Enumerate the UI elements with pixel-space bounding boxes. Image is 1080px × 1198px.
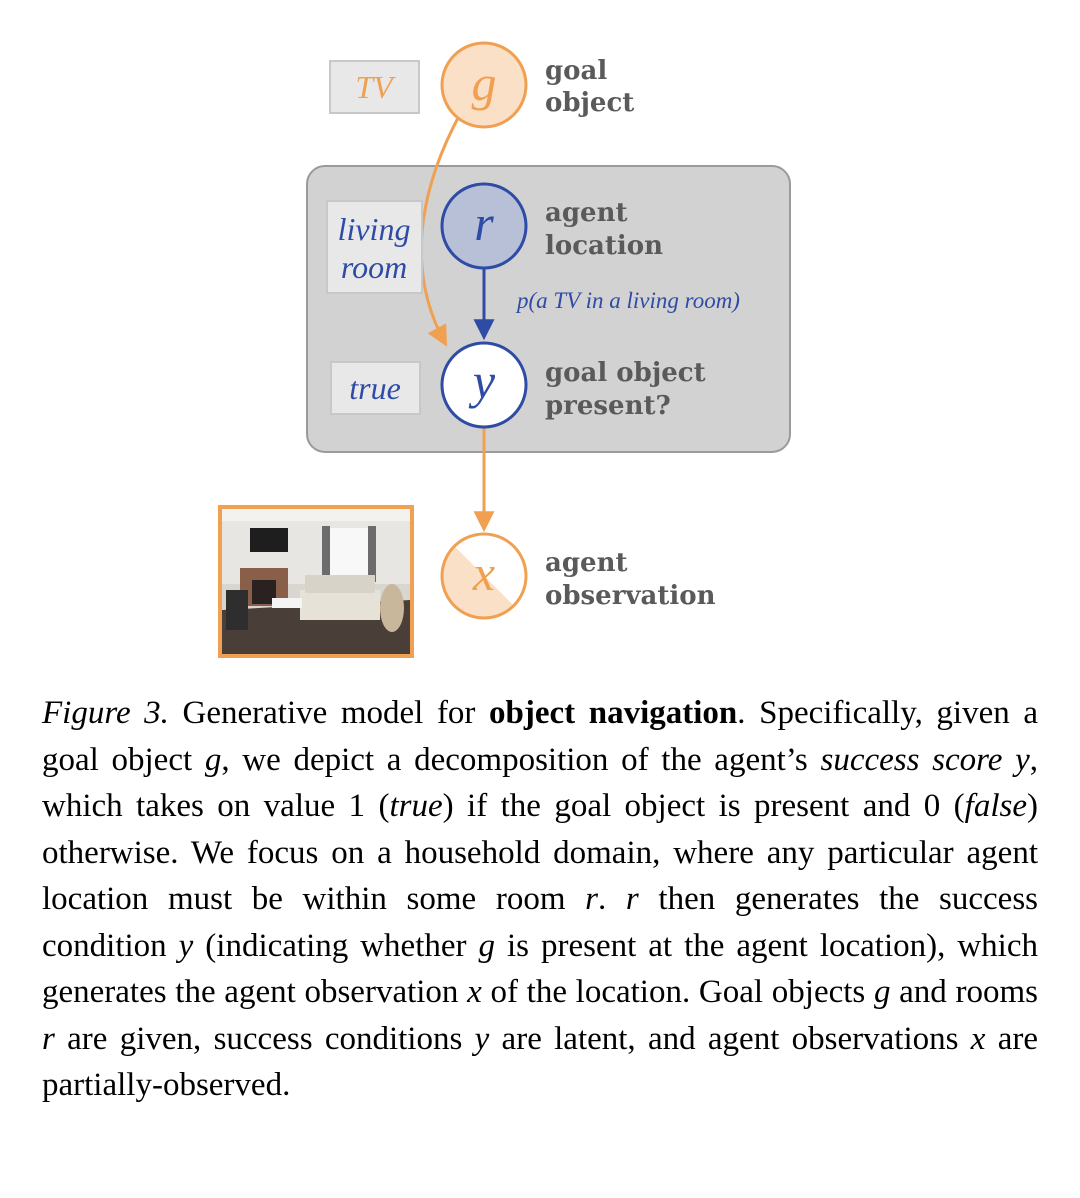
node-y-letter: y (468, 353, 496, 409)
caption-text: . (598, 881, 626, 917)
caption-text: . Specifically, given a goal object (42, 695, 1038, 778)
caption-math-var: r (42, 1020, 55, 1057)
figure-caption: Figure 3. Generative model for object na… (42, 690, 1038, 1109)
caption-text: ) if the goal object is present and 0 ( (442, 788, 965, 824)
caption-math-var: g (204, 741, 222, 778)
caption-math-var: y (1015, 741, 1030, 778)
caption-math-var: g (478, 927, 496, 964)
caption-math-var: x (970, 1020, 986, 1057)
tag-room-text: room (341, 249, 407, 285)
caption-text (1002, 742, 1015, 778)
caption-math-var: y (474, 1020, 490, 1057)
node-g (440, 41, 528, 129)
caption-math-var: x (467, 974, 482, 1010)
tag-tv-text: TV (355, 69, 396, 105)
caption-bold-term: object navigation (489, 695, 738, 731)
caption-italic-term: true (389, 788, 443, 824)
tag-true-text: true (349, 370, 401, 406)
tag-true (330, 361, 421, 415)
tag-tv (329, 60, 420, 114)
label-location: location (545, 231, 663, 261)
caption-figure-label: Figure 3. (42, 695, 169, 731)
observation-photo (218, 505, 414, 658)
tag-living-text: living (338, 211, 411, 247)
caption-italic-term: success score (820, 741, 1003, 778)
label-goal: goal (545, 56, 607, 86)
latent-plate (306, 165, 791, 453)
label-agent-obs: agent (545, 548, 627, 578)
label-agent: agent (545, 198, 627, 228)
caption-text: is present at the agent location), which… (42, 927, 1038, 1011)
node-g-letter: g (472, 55, 497, 111)
node-x-letter: x (472, 545, 495, 601)
caption-text: Generative model for (168, 695, 490, 731)
caption-text: are partially-observed. (42, 1020, 1038, 1104)
caption-text: of the location. Goal objects (481, 974, 874, 1010)
node-r (440, 182, 528, 270)
caption-math-var: r (585, 881, 598, 917)
caption-italic-term: false (964, 788, 1027, 824)
caption-text: ) otherwise. We focus on a household dom… (42, 788, 1038, 917)
caption-math-var: r (625, 881, 639, 917)
node-x (440, 532, 528, 620)
caption-text: then generates the success condition (42, 881, 1039, 964)
label-observation: observation (545, 581, 716, 611)
label-object: object (545, 88, 634, 118)
tag-living-room (326, 200, 423, 294)
generative-model-diagram: g TV goal object r living room agent loc… (218, 41, 791, 658)
caption-text: (indicating whether (193, 927, 479, 964)
node-y (440, 341, 528, 429)
caption-text: and rooms (890, 974, 1038, 1010)
caption-math-var: y (178, 927, 194, 964)
label-goal-object: goal object (545, 358, 706, 388)
node-r-letter: r (474, 195, 494, 251)
label-present: present? (545, 391, 671, 421)
caption-text: are given, success conditions (54, 1020, 475, 1057)
caption-text: , we depict a decomposition of the agent… (221, 741, 821, 778)
caption-text: are latent, and agent observations (489, 1020, 971, 1057)
edge-label-probability: p(a TV in a living room) (515, 288, 740, 313)
caption-math-var: g (873, 974, 891, 1010)
caption-text: , which takes on value 1 ( (42, 741, 1039, 825)
